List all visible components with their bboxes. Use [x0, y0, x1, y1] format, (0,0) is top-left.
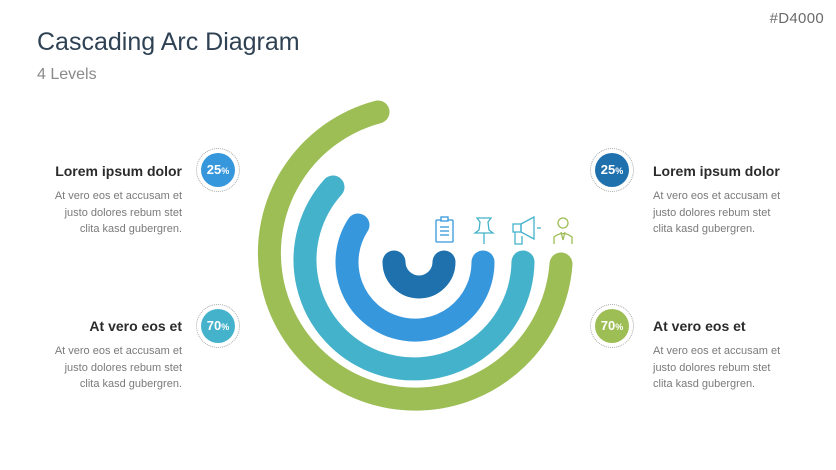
body-line: clita kasd gubergren. — [653, 223, 756, 235]
percent-unit: % — [221, 166, 230, 176]
body-line: justo dolores rebum stet — [64, 361, 182, 374]
body-line: clita kasd gubergren. — [79, 378, 182, 390]
block-body: At vero eos et accusam et justo dolores … — [653, 188, 833, 238]
badge-fill: 70% — [595, 309, 629, 343]
block-body: At vero eos et accusam et justo dolores … — [2, 343, 182, 393]
percent-badge-left-top: 25% — [196, 148, 240, 192]
megaphone-icon — [512, 215, 541, 245]
body-line: justo dolores rebum stet — [653, 206, 771, 219]
body-line: At vero eos et accusam et — [54, 190, 182, 202]
right-bottom-block: At vero eos et At vero eos et accusam et… — [653, 318, 833, 393]
body-line: At vero eos et accusam et — [653, 190, 781, 202]
percent-badge-right-top: 25% — [590, 148, 634, 192]
percent-unit: % — [221, 322, 230, 332]
badge-fill: 25% — [201, 153, 235, 187]
percent-value: 70 — [206, 318, 222, 333]
block-heading: At vero eos et — [653, 318, 746, 334]
percent-value: 25 — [206, 162, 222, 177]
body-line: justo dolores rebum stet — [653, 361, 771, 374]
clipboard-icon — [435, 216, 454, 243]
page-subtitle: 4 Levels — [37, 66, 97, 83]
block-body: At vero eos et accusam et justo dolores … — [653, 343, 833, 393]
percent-unit: % — [615, 166, 624, 176]
left-top-block: Lorem ipsum dolor At vero eos et accusam… — [2, 163, 182, 238]
percent-value: 70 — [600, 318, 616, 333]
block-heading: At vero eos et — [89, 318, 182, 334]
badge-fill: 70% — [201, 309, 235, 343]
person-icon — [553, 217, 573, 244]
slide-code: #D4000 — [769, 10, 824, 27]
body-line: clita kasd gubergren. — [653, 378, 756, 390]
left-bottom-block: At vero eos et At vero eos et accusam et… — [2, 318, 182, 393]
body-line: justo dolores rebum stet — [64, 206, 182, 219]
arc-level-4 — [257, 100, 573, 411]
percent-value: 25 — [600, 162, 616, 177]
pushpin-icon — [473, 217, 495, 244]
percent-badge-right-bottom: 70% — [590, 304, 634, 348]
body-line: At vero eos et accusam et — [653, 345, 781, 357]
page-title: Cascading Arc Diagram — [37, 28, 300, 56]
block-body: At vero eos et accusam et justo dolores … — [2, 188, 182, 238]
block-heading: Lorem ipsum dolor — [55, 163, 182, 179]
body-line: clita kasd gubergren. — [79, 223, 182, 235]
arc-level-2 — [335, 213, 495, 342]
arc-level-1 — [382, 250, 456, 299]
right-top-block: Lorem ipsum dolor At vero eos et accusam… — [653, 163, 833, 238]
arc-level-3 — [293, 175, 535, 381]
percent-badge-left-bottom: 70% — [196, 304, 240, 348]
body-line: At vero eos et accusam et — [54, 345, 182, 357]
block-heading: Lorem ipsum dolor — [653, 163, 780, 179]
badge-fill: 25% — [595, 153, 629, 187]
percent-unit: % — [615, 322, 624, 332]
